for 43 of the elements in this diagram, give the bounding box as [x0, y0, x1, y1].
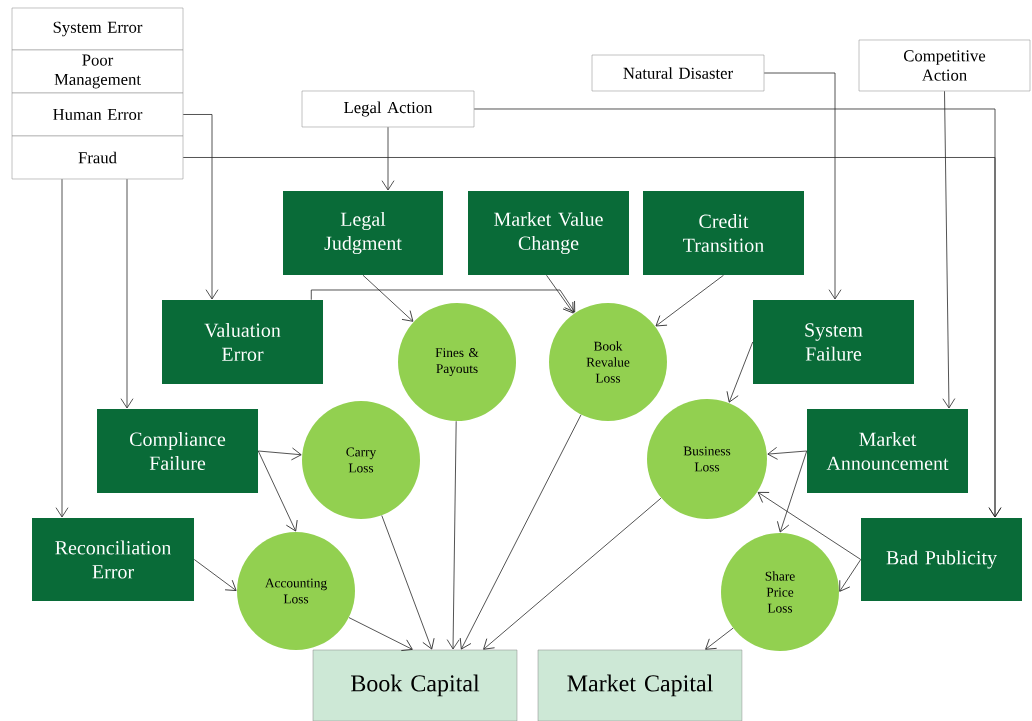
- arrow: [726, 341, 754, 403]
- arrow: [446, 420, 460, 650]
- cause-box: Natural Disaster: [591, 54, 765, 92]
- arrow: [182, 114, 219, 300]
- event-box: Legal Judgment: [283, 191, 443, 275]
- event-box: Valuation Error: [162, 300, 323, 384]
- arrow: [763, 72, 842, 300]
- capital-box: Market Capital: [537, 649, 743, 721]
- arrow: [473, 108, 1002, 518]
- event-box: Market Announcement: [807, 409, 968, 493]
- cause-box: Human Error: [11, 92, 184, 137]
- cause-box: Legal Action: [301, 90, 475, 128]
- cause-box: System Error: [11, 7, 184, 51]
- arrow: [381, 515, 435, 650]
- arrow: [757, 492, 862, 560]
- arrow: [120, 178, 134, 409]
- arrow: [55, 178, 69, 518]
- cause-box: Poor Management: [11, 49, 184, 94]
- arrow: [348, 617, 413, 651]
- arrow: [483, 497, 662, 650]
- arrow: [193, 559, 237, 591]
- arrow: [942, 90, 956, 409]
- arrow: [705, 627, 734, 650]
- arrow: [257, 447, 302, 461]
- arrow: [381, 126, 395, 191]
- arrow: [839, 559, 862, 592]
- arrow: [767, 447, 808, 460]
- arrow: [546, 274, 574, 314]
- cause-box: Competitive Action: [858, 39, 1031, 92]
- event-box: Credit Transition: [643, 191, 804, 275]
- arrow: [362, 274, 414, 322]
- event-box: Market Value Change: [468, 191, 629, 275]
- arrow: [459, 414, 582, 650]
- event-box: System Failure: [753, 300, 914, 384]
- arrow: [310, 289, 576, 313]
- capital-box: Book Capital: [312, 649, 518, 721]
- event-box: Bad Publicity: [861, 518, 1022, 601]
- arrow: [777, 450, 808, 533]
- cause-box: Fraud: [11, 135, 184, 180]
- arrow: [257, 450, 298, 532]
- event-box: Compliance Failure: [97, 409, 258, 493]
- event-box: Reconciliation Error: [32, 518, 194, 601]
- arrow: [655, 274, 724, 327]
